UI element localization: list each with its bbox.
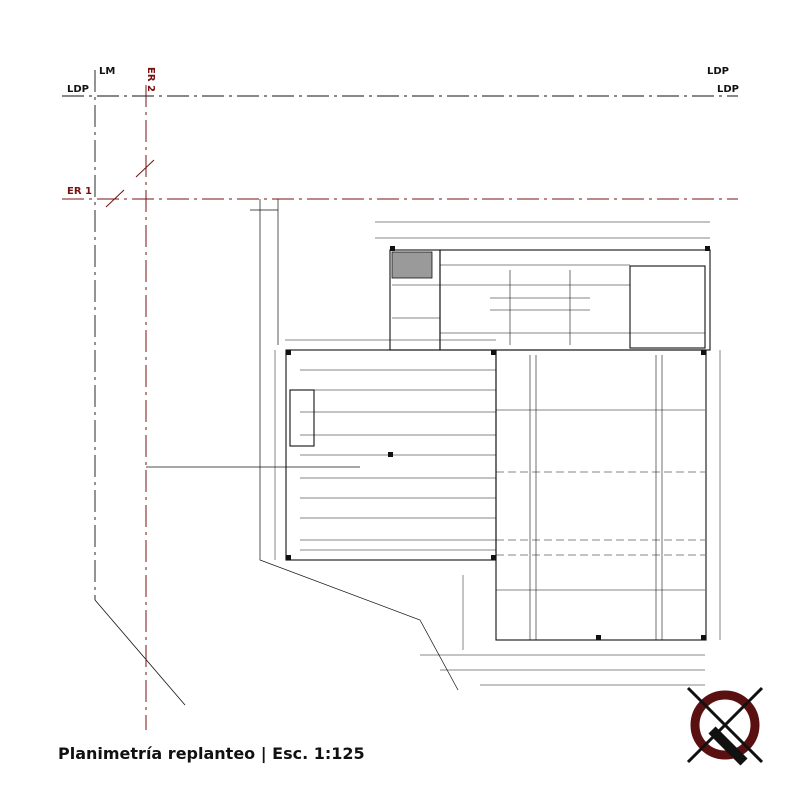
- er-tick-1: [105, 189, 125, 208]
- dimension-lines: [274, 221, 721, 686]
- columns: [286, 246, 710, 640]
- dashed-lines: [496, 471, 705, 556]
- lm-diagonal: [94, 599, 186, 706]
- ldp-label-right-top: LDP: [707, 66, 730, 77]
- ldp-label-right: LDP: [717, 84, 740, 95]
- ldp-label-left: LDP: [67, 84, 90, 95]
- drawing-title: Planimetría replanteo | Esc. 1:125: [58, 744, 365, 763]
- reference-lines: [62, 70, 738, 706]
- er-lines: [62, 85, 738, 730]
- service-block: [391, 251, 433, 279]
- studio-logo: [686, 686, 764, 766]
- er2-label: ER 2: [145, 67, 156, 92]
- interior-lines: [300, 264, 705, 640]
- building-walls: [285, 249, 711, 641]
- lm-label: LM: [99, 66, 116, 77]
- er-tick-2: [135, 159, 155, 178]
- er1-label: ER 1: [67, 186, 92, 197]
